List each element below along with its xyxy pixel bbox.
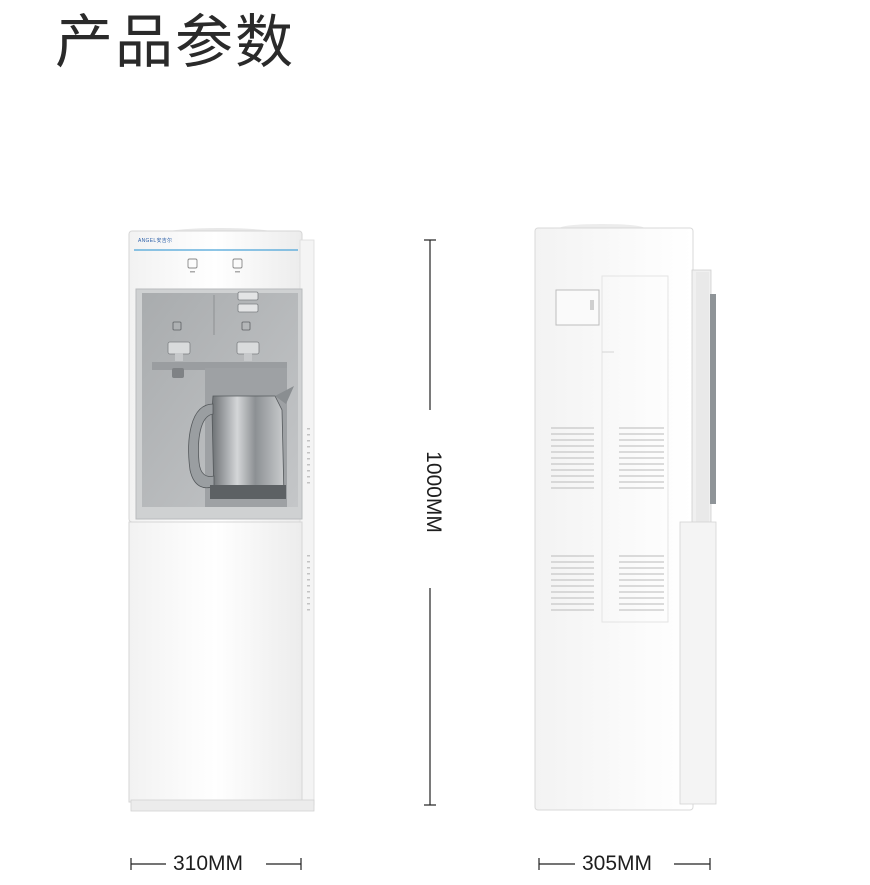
side-view <box>534 224 717 811</box>
height-label: 1000MM <box>422 451 445 533</box>
page-title: 产品参数 <box>55 8 296 76</box>
side-width-label: 305MM <box>582 852 653 875</box>
brand-logo: ANGEL安吉尔 <box>138 238 173 244</box>
front-view <box>128 228 315 812</box>
height-dimension-line <box>424 239 436 806</box>
width-dimension-lines <box>130 858 711 870</box>
front-width-label: 310MM <box>173 852 244 875</box>
